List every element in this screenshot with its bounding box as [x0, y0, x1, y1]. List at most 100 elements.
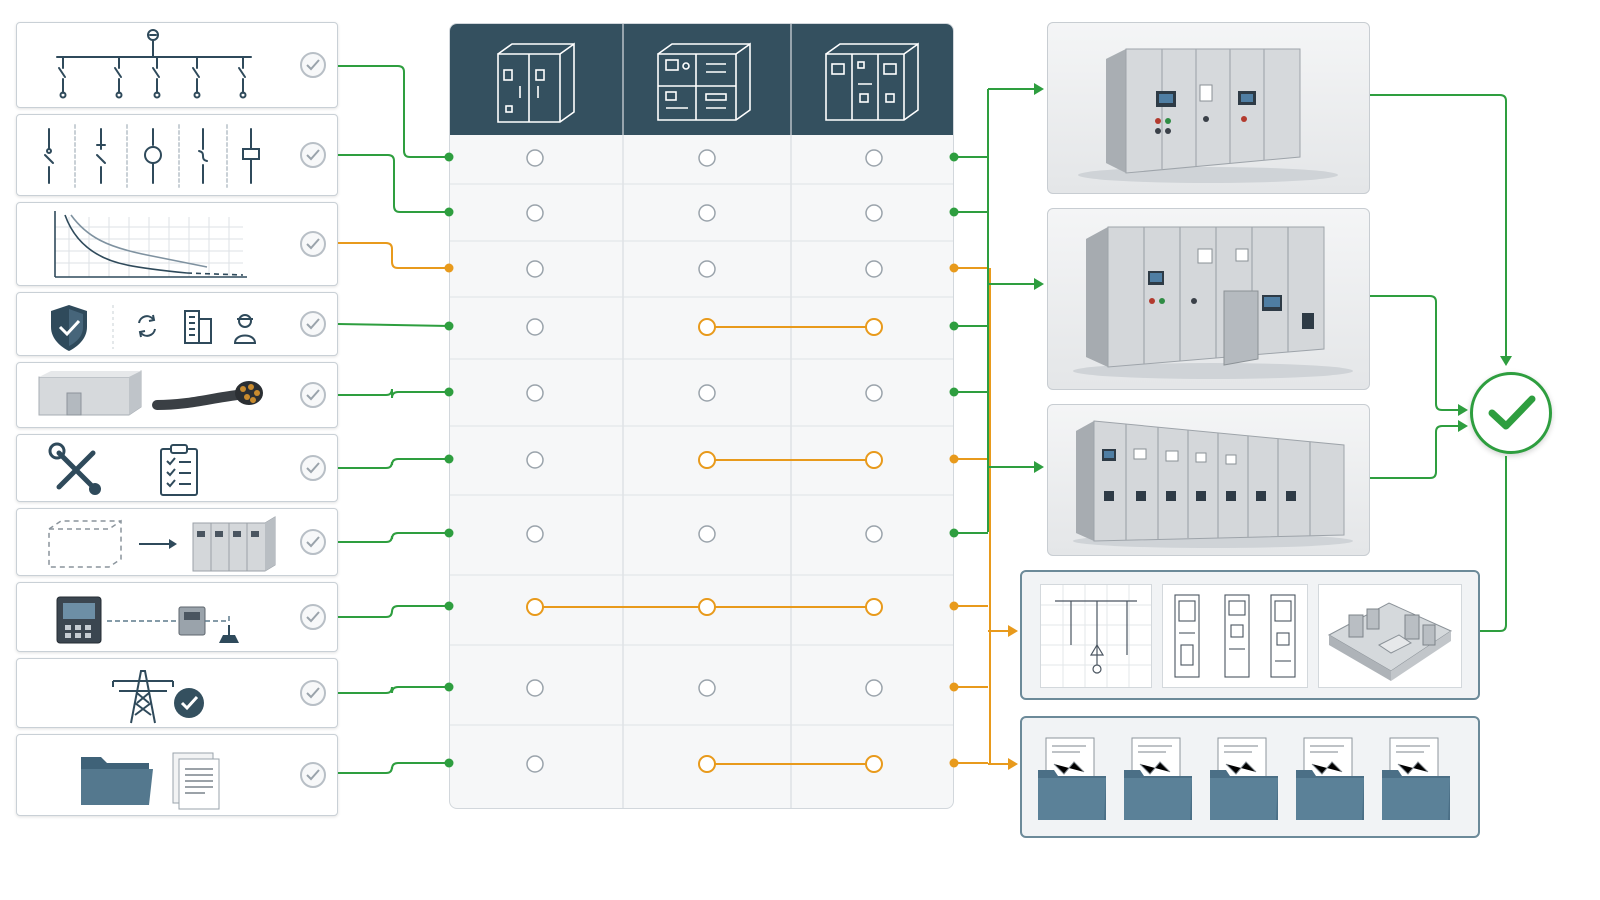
requirement-card-documentation[interactable]	[16, 734, 338, 816]
option-cell-marker	[698, 451, 716, 469]
check-icon	[300, 604, 326, 630]
requirement-card-switching-components[interactable]	[16, 114, 338, 196]
drawing-set-icon	[1041, 585, 1151, 687]
option-cell-marker	[865, 755, 883, 773]
wrench-checklist-icon	[48, 442, 198, 496]
switchgear-modular-icon[interactable]	[652, 38, 756, 126]
switchgear-photo-icon	[1078, 48, 1338, 183]
option-cell-marker	[526, 451, 544, 469]
enclosure-cable-icon	[38, 370, 263, 416]
option-cell-marker	[526, 149, 544, 167]
option-cell-marker	[698, 384, 716, 402]
check-icon	[300, 529, 326, 555]
option-cell-marker	[865, 260, 883, 278]
requirement-connector	[338, 388, 449, 399]
option-cell-marker	[865, 204, 883, 222]
approval-connector	[1370, 94, 1507, 358]
check-icon	[300, 455, 326, 481]
trip-curve-icon	[54, 211, 247, 278]
option-cell-marker	[865, 149, 883, 167]
drawing-set-icon	[1327, 602, 1453, 681]
switchgear-option-2[interactable]	[1047, 208, 1370, 390]
check-icon	[300, 382, 326, 408]
requirement-connector	[338, 65, 449, 158]
requirement-card-maintenance-and-checklist[interactable]	[16, 434, 338, 502]
matrix-grid	[450, 24, 953, 808]
approved-check-icon	[1470, 372, 1552, 454]
document-folder-icon	[1038, 737, 1451, 821]
requirement-card-single-line-diagram[interactable]	[16, 22, 338, 108]
check-icon	[300, 762, 326, 788]
requirement-connector	[338, 762, 449, 774]
switchgear-2-bay-icon[interactable]	[492, 36, 582, 126]
option-cell-marker	[698, 149, 716, 167]
requirement-connector	[338, 458, 449, 469]
single-line-drawing-thumbnail[interactable]	[1040, 584, 1152, 688]
elevation-drawing-thumbnail[interactable]	[1162, 584, 1308, 688]
approval-arrow-head	[1458, 404, 1468, 416]
connector-node	[444, 263, 454, 273]
connector-node	[444, 152, 454, 162]
option-cell-marker	[526, 679, 544, 697]
requirement-card-enclosure-and-cabling[interactable]	[16, 362, 338, 428]
requirement-card-space-to-lineup[interactable]	[16, 508, 338, 576]
option-cell-marker	[865, 451, 883, 469]
option-cell-marker	[698, 598, 716, 616]
relay-meter-icon	[56, 596, 239, 644]
switchgear-option-1[interactable]	[1047, 22, 1370, 194]
switchgear-photo-icon	[1073, 226, 1353, 379]
option-cell-marker	[698, 755, 716, 773]
transmission-tower-icon	[112, 670, 204, 724]
single-line-diagram-icon	[56, 29, 252, 99]
check-icon	[300, 680, 326, 706]
check-icon	[300, 231, 326, 257]
output-arrow-head	[1034, 83, 1044, 95]
approval-connector	[1370, 425, 1462, 479]
option-cell-marker	[526, 260, 544, 278]
option-cell-marker	[526, 204, 544, 222]
approval-connector	[1480, 456, 1507, 632]
comparison-matrix	[449, 23, 954, 809]
requirement-card-protection-curve[interactable]	[16, 202, 338, 286]
requirement-connector	[338, 154, 449, 213]
3d-layout-thumbnail[interactable]	[1318, 584, 1462, 688]
switching-symbols-icon	[44, 124, 260, 188]
check-icon	[300, 52, 326, 78]
output-arrow-head	[1008, 758, 1018, 770]
folder-documents-icon	[81, 752, 220, 810]
requirement-card-control-and-metering[interactable]	[16, 582, 338, 652]
requirement-card-grid-connection[interactable]	[16, 658, 338, 728]
option-cell-marker	[526, 598, 544, 616]
approval-connector	[1370, 295, 1462, 411]
approval-arrow-head	[1500, 356, 1512, 366]
connector-node	[444, 207, 454, 217]
connector-node	[444, 758, 454, 768]
option-cell-marker	[698, 318, 716, 336]
engineering-drawings[interactable]	[1020, 570, 1480, 700]
option-cell-marker	[698, 204, 716, 222]
option-cell-marker	[698, 525, 716, 543]
requirement-card-safety-and-service[interactable]	[16, 292, 338, 356]
output-arrow-head	[1034, 461, 1044, 473]
option-cell-marker	[698, 679, 716, 697]
output-arrow-head	[1034, 278, 1044, 290]
matrix-header	[450, 24, 953, 135]
requirement-connector	[337, 323, 450, 327]
drawing-set-icon	[1174, 594, 1296, 678]
requirement-connector	[338, 242, 449, 269]
option-cell-marker	[865, 598, 883, 616]
connector-node	[444, 321, 454, 331]
connector-node	[444, 601, 454, 611]
switchgear-option-3[interactable]	[1047, 404, 1370, 556]
requirement-connector	[338, 605, 449, 618]
switchgear-3-bay-icon[interactable]	[820, 38, 924, 126]
option-cell-marker	[865, 525, 883, 543]
footprint-lineup-icon	[48, 516, 276, 572]
check-icon	[300, 311, 326, 337]
option-cell-marker	[526, 384, 544, 402]
connector-node	[444, 387, 454, 397]
document-package[interactable]	[1020, 716, 1480, 838]
requirement-connector	[338, 686, 449, 694]
